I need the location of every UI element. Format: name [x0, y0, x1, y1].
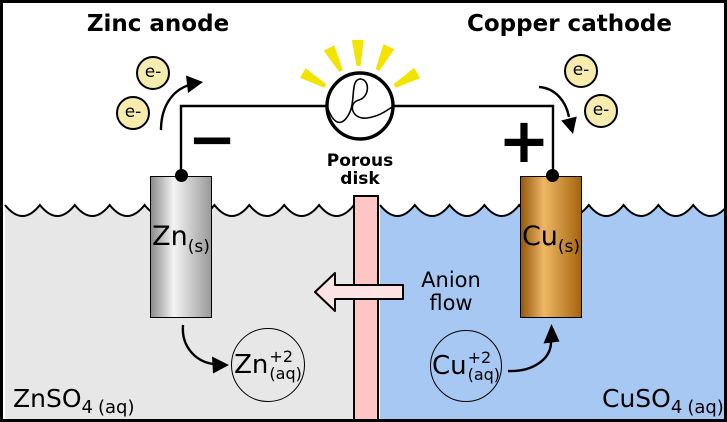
zinc-electrode: Zn(s) — [150, 176, 212, 318]
electron-label: e- — [124, 102, 142, 122]
terminal-dot-left — [174, 169, 188, 182]
zinc-electrode-state: (s) — [187, 237, 210, 257]
electron-badge: e- — [564, 54, 598, 88]
left-solution-subscript: 4 — [81, 397, 93, 418]
left-solution-label: ZnSO4(aq) — [13, 384, 135, 418]
copper-ion-badge: Cu +2 (aq) — [430, 330, 502, 402]
copper-ion-state: (aq) — [467, 365, 501, 384]
electron-badge: e- — [584, 94, 618, 128]
copper-ion-charge: +2 — [467, 348, 492, 367]
cathode-title: Copper cathode — [467, 11, 672, 37]
right-solution-formula: CuSO — [602, 384, 671, 413]
zinc-electrode-symbol: Zn — [152, 221, 188, 252]
electron-flow-arrow-left — [159, 83, 190, 131]
zinc-ion-symbol: Zn — [234, 350, 269, 380]
terminal-dot-right — [546, 169, 559, 182]
porous-disk — [353, 195, 379, 419]
electron-label: e- — [592, 100, 610, 120]
zinc-ion-arrowhead — [212, 356, 229, 374]
zinc-ion-charge: +2 — [269, 347, 294, 366]
zinc-ion-arrow — [181, 324, 215, 366]
copper-ion-arrowhead — [543, 324, 560, 344]
copper-electrode: Cu(s) — [520, 176, 582, 318]
copper-ion-arrow — [507, 341, 553, 373]
anion-flow-label: Anion flow — [421, 268, 481, 315]
anion-flow-arrow-icon — [314, 272, 404, 312]
wire-right — [392, 104, 555, 171]
electron-flow-arrowhead-right — [561, 116, 577, 134]
left-solution-formula: ZnSO — [13, 384, 82, 413]
electron-badge: e- — [136, 56, 170, 90]
left-solution-state: (aq) — [97, 397, 135, 418]
diagram-graphics — [4, 40, 724, 419]
copper-ion-symbol: Cu — [431, 351, 467, 381]
electron-badge: e- — [116, 96, 150, 130]
anode-title: Zinc anode — [86, 11, 230, 37]
zinc-ion-state: (aq) — [269, 364, 302, 383]
light-rays-icon — [300, 40, 421, 88]
electron-flow-arrowhead-left — [186, 75, 203, 93]
light-bulb-icon — [325, 71, 395, 141]
electron-label: e- — [144, 62, 162, 82]
porous-disk-label: Porous disk — [326, 151, 394, 189]
copper-electrode-state: (s) — [557, 237, 581, 257]
copper-electrode-symbol: Cu — [521, 221, 558, 252]
zinc-ion-badge: Zn +2 (aq) — [231, 328, 305, 402]
electron-label: e- — [572, 60, 590, 80]
wire-left — [179, 104, 328, 171]
right-solution-state: (aq) — [687, 397, 724, 418]
positive-terminal-sign: + — [498, 104, 550, 177]
right-solution-subscript: 4 — [670, 397, 683, 418]
bulb-filament — [327, 78, 393, 124]
electron-flow-arrow-right — [538, 85, 571, 118]
right-solution-label: CuSO4(aq) — [602, 384, 724, 418]
negative-terminal-sign: − — [187, 105, 237, 173]
